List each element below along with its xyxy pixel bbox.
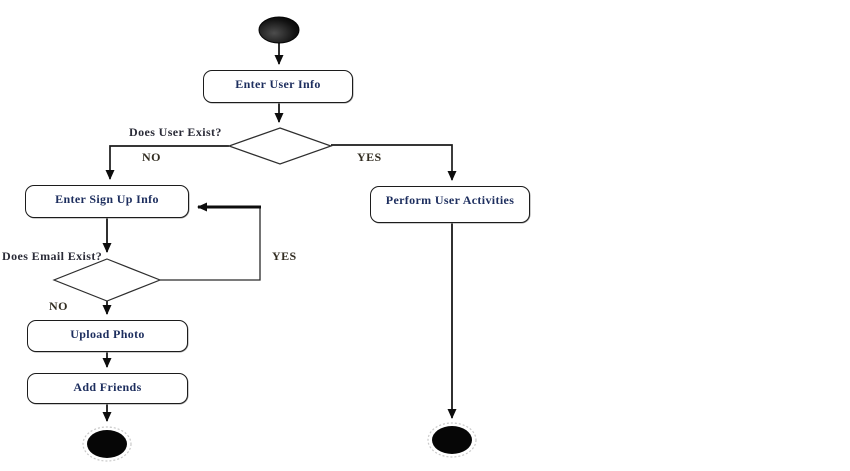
activity-enter-user-info: Enter User Info <box>203 70 353 103</box>
activity-add-friends: Add Friends <box>27 373 188 404</box>
activity-enter-sign-up-info: Enter Sign Up Info <box>25 185 189 218</box>
end-node-right <box>432 426 472 454</box>
end-node-left <box>87 430 127 458</box>
edge-label-no-email-exists: NO <box>49 299 68 313</box>
activity-upload-photo: Upload Photo <box>27 320 188 352</box>
edge-label-no-user-exists: NO <box>142 150 161 164</box>
edge-label-yes-user-exists: YES <box>357 150 382 164</box>
decision-email-exists-diamond <box>52 258 162 302</box>
edge-decision-yes-to-perform <box>331 144 457 181</box>
edge-email-yes-loop-return <box>160 207 261 281</box>
decision-label-does-user-exist: Does User Exist? <box>129 125 222 139</box>
end-node-right-ring <box>427 422 477 458</box>
edge-decision-no-to-sign-up <box>105 145 229 180</box>
activity-perform-user-activities: Perform User Activities <box>370 186 530 223</box>
end-node-left-ring <box>82 426 132 462</box>
start-node <box>258 16 300 44</box>
decision-label-does-email-exist: Does Email Exist? <box>2 249 103 263</box>
edge-label-yes-email-exists: YES <box>272 249 297 263</box>
decision-user-exists-diamond <box>227 127 333 165</box>
